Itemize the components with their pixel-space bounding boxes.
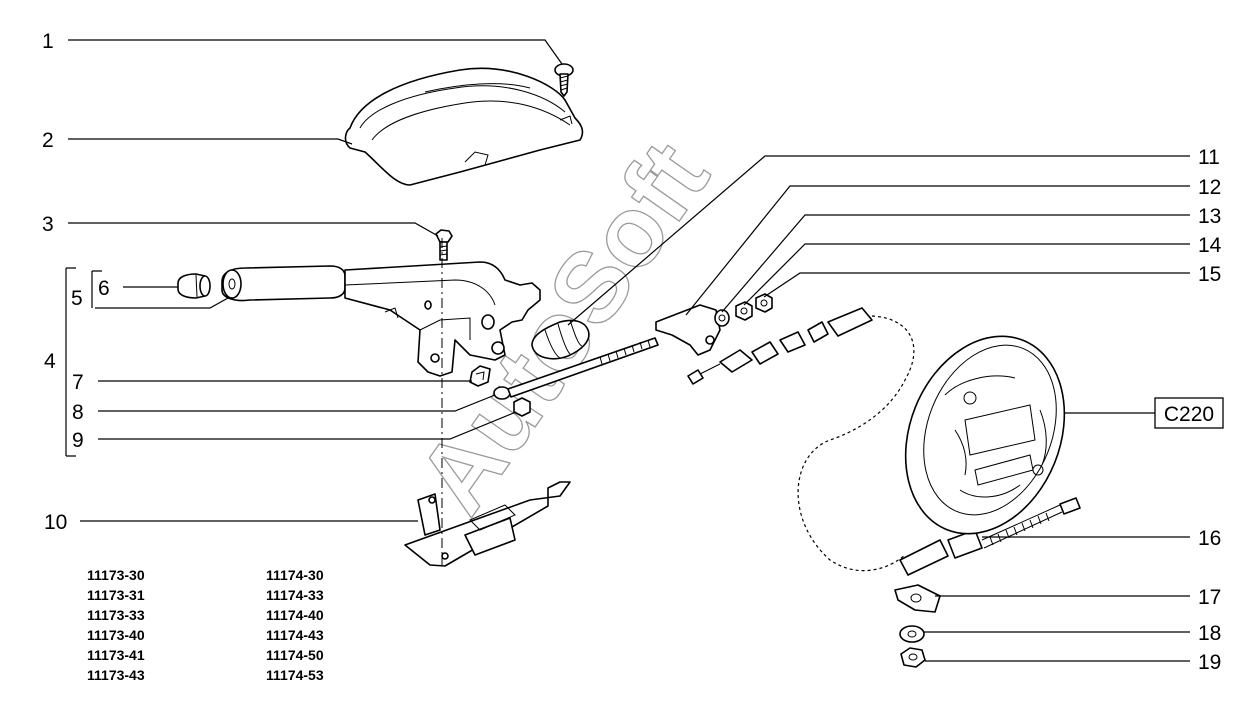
part-12-equalizer bbox=[655, 304, 721, 356]
part-7-clip bbox=[469, 365, 491, 387]
callout-14: 14 bbox=[1198, 234, 1222, 257]
part-14-nut bbox=[735, 301, 753, 321]
callout-10: 10 bbox=[44, 511, 67, 534]
callout-6: 6 bbox=[98, 277, 110, 300]
model-code: 11174-53 bbox=[266, 667, 324, 683]
part-10-bracket bbox=[404, 481, 571, 567]
part-13-washer bbox=[714, 309, 730, 327]
model-code: 11173-33 bbox=[87, 607, 145, 623]
model-code: 11173-43 bbox=[87, 667, 145, 683]
callout-4: 4 bbox=[44, 350, 56, 373]
part-18-washer bbox=[899, 625, 925, 643]
part-3-bolt bbox=[435, 229, 453, 261]
callout-9: 9 bbox=[72, 429, 84, 452]
callout-19: 19 bbox=[1198, 651, 1221, 674]
leader-lines bbox=[65, 39, 1190, 662]
model-code: 11174-43 bbox=[266, 627, 324, 643]
callout-12: 12 bbox=[1198, 176, 1221, 199]
callout-11: 11 bbox=[1198, 146, 1220, 169]
model-code: 11173-30 bbox=[87, 567, 145, 583]
callout-7: 7 bbox=[72, 371, 84, 394]
part-17-clip bbox=[894, 584, 941, 613]
model-code: 11174-30 bbox=[266, 567, 324, 583]
front-cable-fittings bbox=[687, 307, 873, 385]
callout-13: 13 bbox=[1198, 205, 1221, 228]
model-codes: 11173-30 11173-31 11173-33 11173-40 1117… bbox=[87, 567, 324, 683]
brake-backing-plate bbox=[904, 335, 1066, 535]
model-code: 11173-31 bbox=[87, 587, 145, 603]
callout-3: 3 bbox=[42, 213, 54, 236]
model-code: 11174-50 bbox=[266, 647, 324, 663]
part-6-cap bbox=[177, 273, 211, 299]
model-code: 11173-41 bbox=[87, 647, 145, 663]
callout-18: 18 bbox=[1198, 622, 1221, 645]
part-2-cover bbox=[344, 67, 584, 186]
callout-15: 15 bbox=[1198, 263, 1221, 286]
part-1-screw bbox=[554, 63, 574, 97]
part-8-rod bbox=[493, 337, 659, 400]
model-code: 11174-33 bbox=[266, 587, 324, 603]
callout-16: 16 bbox=[1198, 527, 1221, 550]
part-11-boot bbox=[531, 319, 590, 360]
part-15-nut bbox=[755, 293, 773, 313]
callout-8: 8 bbox=[72, 401, 84, 424]
reference-box-label: C220 bbox=[1164, 403, 1214, 426]
part-9-pin bbox=[513, 397, 531, 417]
callout-2: 2 bbox=[42, 129, 54, 152]
part-4-lever-assembly bbox=[221, 261, 541, 377]
reference-box: C220 bbox=[1154, 397, 1224, 429]
model-code: 11174-40 bbox=[266, 607, 324, 623]
callout-17: 17 bbox=[1198, 586, 1221, 609]
model-code: 11173-40 bbox=[87, 627, 145, 643]
part-16-rear-cable bbox=[899, 497, 1081, 576]
cable-route bbox=[797, 315, 915, 572]
part-19-nut bbox=[900, 647, 926, 668]
callout-1: 1 bbox=[42, 30, 54, 53]
callout-5: 5 bbox=[71, 287, 83, 310]
